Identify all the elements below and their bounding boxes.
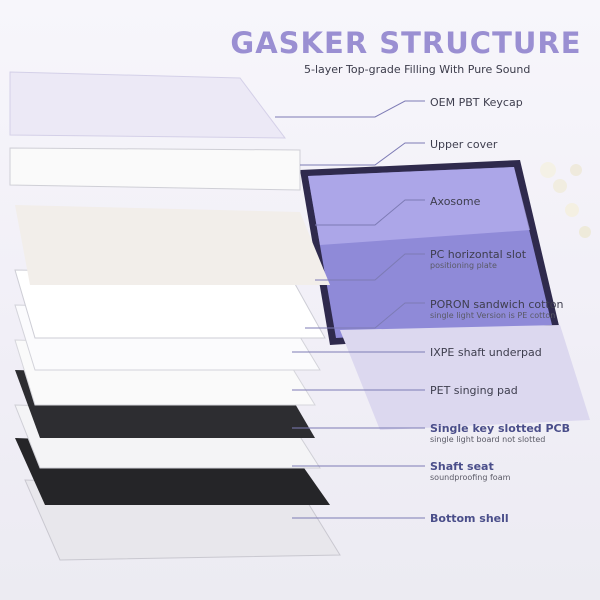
page-subtitle: 5-layer Top-grade Filling With Pure Soun… — [304, 63, 531, 76]
label-axosome: Axosome — [430, 195, 481, 208]
label-pet: PET singing pad — [430, 384, 518, 397]
label-pc-plate: PC horizontal slot — [430, 248, 527, 261]
flower-decoration — [540, 162, 591, 238]
switches-layer — [15, 205, 330, 285]
sublabel-shaft-seat: soundproofing foam — [430, 473, 511, 482]
label-bottom-shell: Bottom shell — [430, 512, 509, 525]
upper-cover — [9, 147, 301, 191]
label-shaft-seat: Shaft seat — [430, 460, 494, 473]
label-upper-cover: Upper cover — [430, 138, 498, 151]
sublabel-pc-plate: positioning plate — [430, 261, 497, 270]
label-keycap: OEM PBT Keycap — [430, 96, 523, 109]
label-ixpe: IXPE shaft underpad — [430, 346, 542, 359]
label-pcb: Single key slotted PCB — [430, 422, 571, 435]
keycaps — [9, 71, 287, 139]
sublabel-poron: single light Version is PE cotton — [430, 311, 556, 320]
sublabel-pcb: single light board not slotted — [430, 435, 546, 444]
label-poron: PORON sandwich cotton — [430, 298, 564, 311]
page-title: GASKER STRUCTURE — [230, 26, 582, 60]
